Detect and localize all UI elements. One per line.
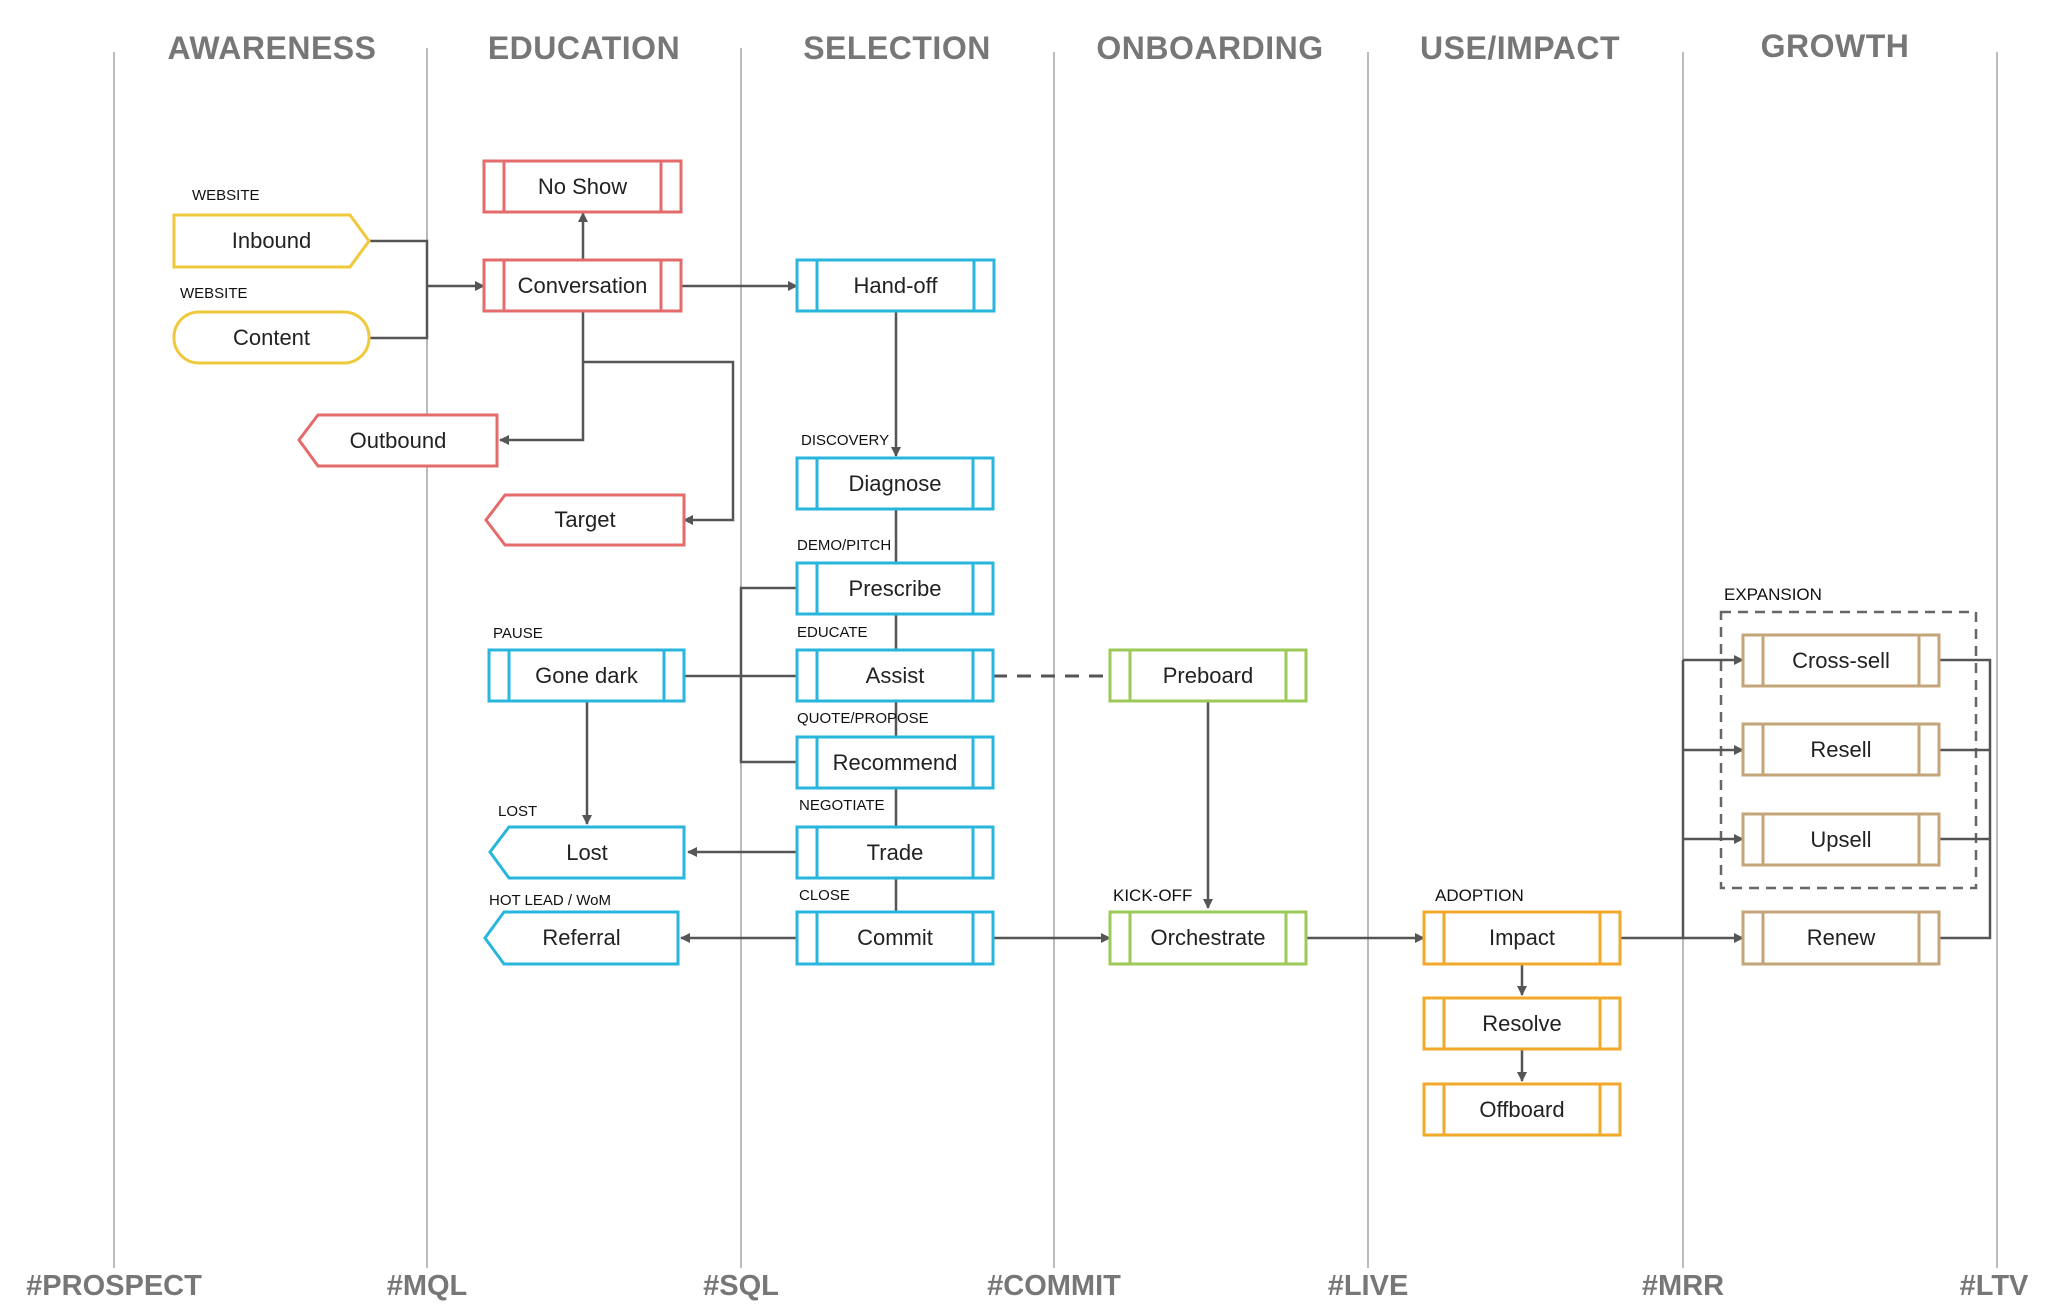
milestone-prospect: #PROSPECT (26, 1270, 202, 1302)
node-renew[interactable]: Renew (1806, 925, 1876, 950)
label-educate: EDUCATE (797, 624, 868, 641)
label-expansion: EXPANSION (1724, 585, 1822, 604)
node-shape-upsell[interactable] (1741, 812, 1941, 867)
node-shape-referral[interactable] (483, 910, 680, 966)
label-pause: PAUSE (493, 625, 543, 642)
node-shape-target[interactable] (484, 493, 686, 547)
node-shape-orchestrate[interactable] (1108, 910, 1308, 966)
stage-onboarding: ONBOARDING (1096, 30, 1324, 66)
node-shape-outbound[interactable] (297, 413, 499, 468)
connector-conversation-target (583, 360, 735, 525)
node-shape-hand-off[interactable] (795, 258, 996, 313)
connector-conversation-outbound (499, 312, 585, 445)
node-shape-renew[interactable] (1741, 910, 1941, 966)
node-shape-resolve[interactable] (1422, 996, 1622, 1051)
node-outbound[interactable]: Outbound (349, 427, 447, 453)
node-referral[interactable]: Referral (542, 925, 621, 950)
connector-loop-prescribe-recommend (739, 586, 797, 764)
label-hot-lead: HOT LEAD / WoM (489, 892, 611, 909)
node-gone-dark[interactable]: Gone dark (535, 662, 638, 688)
label-lost: LOST (498, 803, 538, 820)
node-no-show[interactable]: No Show (537, 173, 628, 199)
node-shape-impact[interactable] (1422, 910, 1622, 966)
node-orchestrate[interactable]: Orchestrate (1150, 925, 1266, 950)
node-resell[interactable]: Resell (1810, 736, 1872, 762)
node-lost[interactable]: Lost (566, 839, 608, 865)
node-prescribe[interactable]: Prescribe (848, 575, 942, 601)
node-shape-conversation[interactable] (482, 258, 683, 313)
node-shape-cross-sell[interactable] (1741, 633, 1941, 688)
stage-awareness: AWARENESS (167, 30, 377, 66)
node-impact[interactable]: Impact (1488, 925, 1556, 950)
node-assist[interactable]: Assist (865, 662, 925, 688)
node-conversation[interactable]: Conversation (517, 272, 648, 298)
stage-use-impact: USE/IMPACT (1420, 30, 1620, 66)
label-negotiate: NEGOTIATE (799, 797, 885, 814)
node-shape-lost[interactable] (488, 825, 686, 880)
node-shape-prescribe[interactable] (795, 561, 995, 616)
node-trade[interactable]: Trade (866, 839, 924, 865)
connector-growth-loop (1938, 658, 1992, 940)
label-close: CLOSE (799, 887, 850, 904)
milestone-ltv: #LTV (1959, 1270, 2029, 1302)
node-content[interactable]: Content (232, 324, 311, 350)
node-inbound[interactable]: Inbound (231, 228, 312, 253)
stage-selection: SELECTION (803, 30, 991, 66)
node-cross-sell[interactable]: Cross-sell (1792, 647, 1890, 673)
label-discovery: DISCOVERY (801, 432, 890, 449)
milestone-mrr: #MRR (1641, 1270, 1725, 1302)
node-shape-commit[interactable] (795, 910, 995, 966)
node-shape-inbound[interactable] (172, 213, 371, 269)
node-resolve[interactable]: Resolve (1482, 1010, 1562, 1036)
milestone-sql: #SQL (703, 1270, 779, 1302)
label-website-inbound: WEBSITE (192, 187, 260, 204)
node-shape-offboard[interactable] (1422, 1082, 1622, 1137)
node-shape-preboard[interactable] (1108, 648, 1308, 703)
node-shape-diagnose[interactable] (795, 456, 995, 511)
node-shape-no-show[interactable] (482, 159, 683, 214)
node-hand-off[interactable]: Hand-off (853, 272, 938, 298)
node-commit[interactable]: Commit (857, 925, 933, 950)
label-kick-off: KICK-OFF (1113, 886, 1193, 905)
node-target[interactable]: Target (554, 507, 616, 532)
stage-education: EDUCATION (487, 30, 681, 66)
label-demo-pitch: DEMO/PITCH (797, 537, 892, 554)
connectors (369, 212, 1992, 1082)
node-shape-gone-dark[interactable] (487, 648, 686, 703)
node-shape-resell[interactable] (1741, 722, 1941, 777)
connector-inbound-merge (369, 239, 429, 340)
node-shape-trade[interactable] (795, 825, 995, 880)
label-adoption: ADOPTION (1435, 886, 1524, 905)
milestone-mql: #MQL (386, 1270, 468, 1302)
node-recommend[interactable]: Recommend (832, 749, 958, 775)
node-preboard[interactable]: Preboard (1162, 662, 1254, 688)
label-quote-propose: QUOTE/PROPOSE (797, 710, 929, 727)
node-shape-content[interactable] (172, 310, 371, 365)
node-diagnose[interactable]: Diagnose (848, 470, 942, 496)
stage-dividers (113, 48, 1998, 1268)
label-website-content: WEBSITE (180, 285, 248, 302)
stage-growth: GROWTH (1760, 28, 1910, 64)
milestone-commit: #COMMIT (987, 1270, 1121, 1302)
node-shape-assist[interactable] (795, 648, 995, 703)
milestone-live: #LIVE (1327, 1270, 1409, 1302)
node-offboard[interactable]: Offboard (1479, 1096, 1565, 1122)
node-shape-recommend[interactable] (795, 735, 995, 790)
node-upsell[interactable]: Upsell (1810, 826, 1872, 852)
